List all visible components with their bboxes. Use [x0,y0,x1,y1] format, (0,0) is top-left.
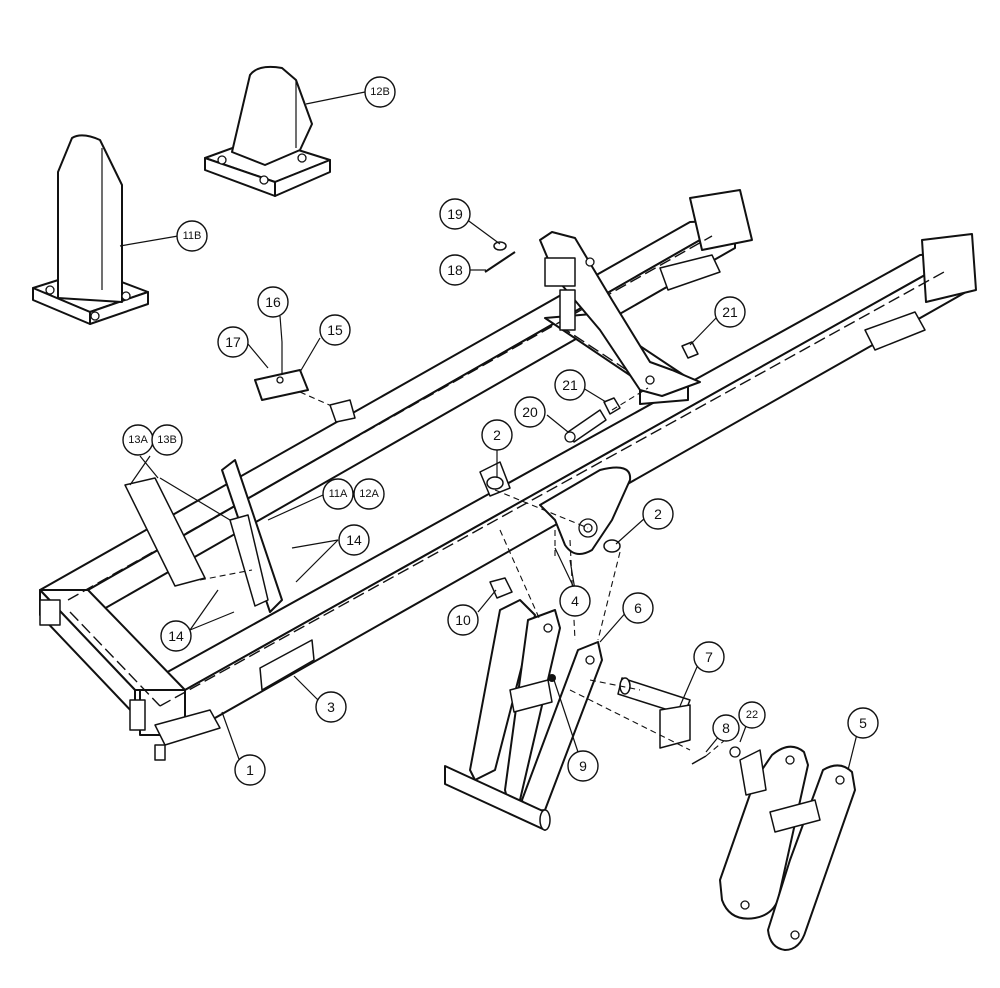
callout-10: 10 [447,604,479,636]
callout-2-left-label: 2 [493,427,501,443]
callout-18: 18 [439,254,471,286]
callout-14-lower: 14 [160,620,192,652]
stand-12b [204,65,331,197]
callout-1: 1 [234,754,266,786]
callout-6-label: 6 [634,600,642,616]
callout-12a: 12A [353,478,385,510]
callout-13b: 13B [151,424,183,456]
pin-7-bolt-8 [569,677,726,765]
callout-12b-label: 12B [370,86,390,98]
callout-22-label: 22 [746,709,758,721]
callout-18-label: 18 [447,262,463,278]
callout-8: 8 [712,714,740,742]
callout-21-lower-label: 21 [562,377,578,393]
link-plate-5 [719,745,856,951]
callout-19-label: 19 [447,206,463,222]
stand-11b [32,134,149,325]
callout-15-label: 15 [327,322,343,338]
callout-11a: 11A [322,478,354,510]
leader-lines [119,91,861,771]
callout-9: 9 [567,750,599,782]
callout-16: 16 [257,286,289,318]
callout-17: 17 [217,326,249,358]
callout-2-right: 2 [642,498,674,530]
callout-5-label: 5 [859,715,867,731]
callout-21-upper-label: 21 [722,304,738,320]
callout-16-label: 16 [265,294,281,310]
callout-4: 4 [559,585,591,617]
callout-22: 22 [738,701,766,729]
mast-bracket [539,231,701,397]
callout-11b: 11B [176,220,208,252]
callout-2-right-label: 2 [654,506,662,522]
callout-12b: 12B [364,76,396,108]
callout-11a-label: 11A [329,488,348,500]
stand-11a-12a [124,459,283,613]
callout-4-label: 4 [571,593,579,609]
callout-13a-label: 13A [128,434,148,446]
bolt-20-nut-21 [564,341,699,443]
callout-1-label: 1 [246,762,254,778]
callout-3: 3 [315,691,347,723]
callout-9-label: 9 [579,758,587,774]
bushings-2 [486,476,621,553]
callout-6: 6 [622,592,654,624]
callout-12a-label: 12A [359,488,379,500]
callout-5: 5 [847,707,879,739]
callout-20: 20 [514,396,546,428]
callout-21-upper: 21 [714,296,746,328]
callout-11b-label: 11B [183,230,202,242]
callout-19: 19 [439,198,471,230]
callout-3-label: 3 [327,699,335,715]
callout-7: 7 [693,641,725,673]
callout-7-label: 7 [705,649,713,665]
callout-13b-label: 13B [157,434,177,446]
callout-10-label: 10 [455,612,471,628]
callout-8-label: 8 [722,720,730,736]
callout-2-left: 2 [481,419,513,451]
callout-14-upper: 14 [338,524,370,556]
pin-18-19 [484,241,516,273]
callout-13a: 13A [122,424,154,456]
callout-15: 15 [319,314,351,346]
callout-14-lower-label: 14 [168,628,184,644]
callout-21-lower: 21 [554,369,586,401]
callout-17-label: 17 [225,334,241,350]
hitch-frame [444,577,603,831]
bracket-15 [254,342,356,423]
callout-14-upper-label: 14 [346,532,362,548]
callout-20-label: 20 [522,404,538,420]
